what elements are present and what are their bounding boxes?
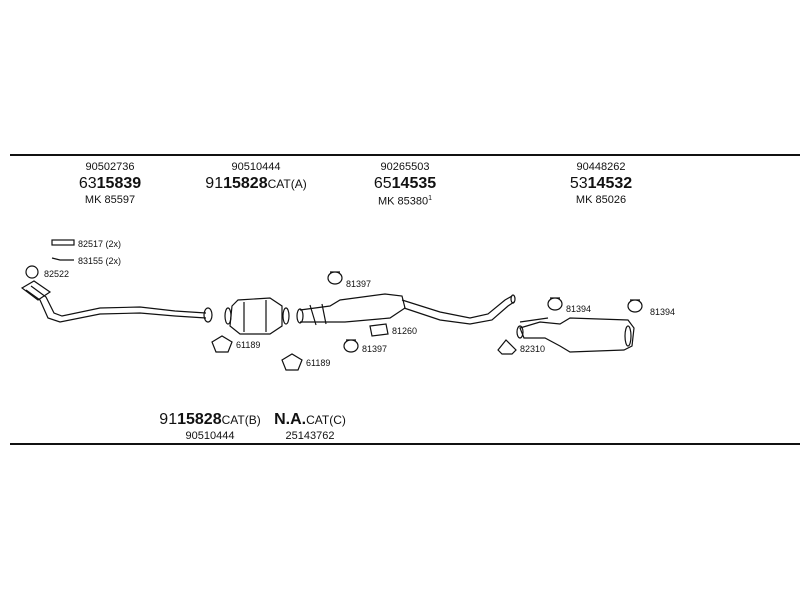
part-suffix: CAT(C) — [306, 413, 346, 427]
mk-prefix: MK — [84, 194, 102, 206]
part-number: N.A. — [274, 411, 307, 428]
part-rear-silencer[interactable]: 90448262 5314532 MK 85026 — [556, 162, 646, 206]
accessory-symbols — [25, 239, 643, 371]
part-number: 14535 — [391, 175, 437, 192]
part-prefix: 53 — [569, 175, 588, 192]
accessory-81397-label-2: 81397 — [362, 344, 388, 354]
oe-number: 25143762 — [285, 430, 335, 442]
mk-number: 85597 — [104, 194, 136, 206]
accessory-82522-label: 82522 — [44, 269, 70, 279]
top-rule — [10, 154, 800, 156]
part-prefix: 91 — [205, 175, 224, 192]
mk-number: 85026 — [595, 194, 627, 206]
oe-number: 90510444 — [185, 430, 235, 442]
part-suffix: CAT(B) — [221, 413, 261, 427]
mk-prefix: MK — [575, 194, 593, 206]
catalyst-drawing — [224, 297, 290, 335]
mk-sup: 1 — [428, 195, 433, 202]
accessory-82517-label: 82517 (2x) — [78, 239, 122, 249]
part-number: 15828 — [177, 411, 222, 428]
mk-prefix: MK — [377, 195, 395, 208]
part-catalyst-a[interactable]: 90510444 9115828CAT(A) — [196, 162, 316, 192]
accessory-83155-label: 83155 (2x) — [78, 256, 122, 266]
oe-number: 90265503 — [380, 161, 430, 173]
accessory-81260-label: 81260 — [392, 326, 418, 336]
oe-number: 90502736 — [85, 161, 135, 173]
accessory-61189-label-1: 61189 — [236, 340, 261, 350]
part-catalyst-b[interactable]: 9115828CAT(B) 90510444 — [150, 412, 270, 442]
part-number: 15839 — [96, 175, 142, 192]
oe-number: 90510444 — [231, 161, 281, 173]
part-prefix: 63 — [78, 175, 97, 192]
accessory-81394-label-1: 81394 — [566, 304, 592, 314]
middle-silencer-drawing — [296, 293, 516, 326]
part-suffix: CAT(A) — [267, 177, 307, 191]
bottom-rule — [10, 443, 800, 445]
part-prefix: 65 — [373, 175, 392, 192]
part-catalyst-c[interactable]: N.A.CAT(C) 25143762 — [265, 412, 355, 442]
part-number: 15828 — [223, 175, 268, 192]
part-front-pipe[interactable]: 90502736 6315839 MK 85597 — [65, 162, 155, 206]
oe-number: 90448262 — [576, 161, 626, 173]
front-pipe-drawing — [20, 280, 213, 323]
accessory-81397-label-1: 81397 — [346, 279, 372, 289]
part-prefix: 91 — [159, 411, 178, 428]
part-middle-silencer[interactable]: 90265503 6514535 MK 853801 — [360, 162, 450, 208]
accessory-82310-label: 82310 — [520, 344, 546, 354]
accessory-81394-label-2: 81394 — [650, 307, 676, 317]
mk-number: 85380 — [397, 195, 429, 208]
part-number: 14532 — [587, 175, 633, 192]
rear-silencer-drawing — [516, 317, 635, 353]
accessory-61189-label-2: 61189 — [306, 358, 331, 368]
